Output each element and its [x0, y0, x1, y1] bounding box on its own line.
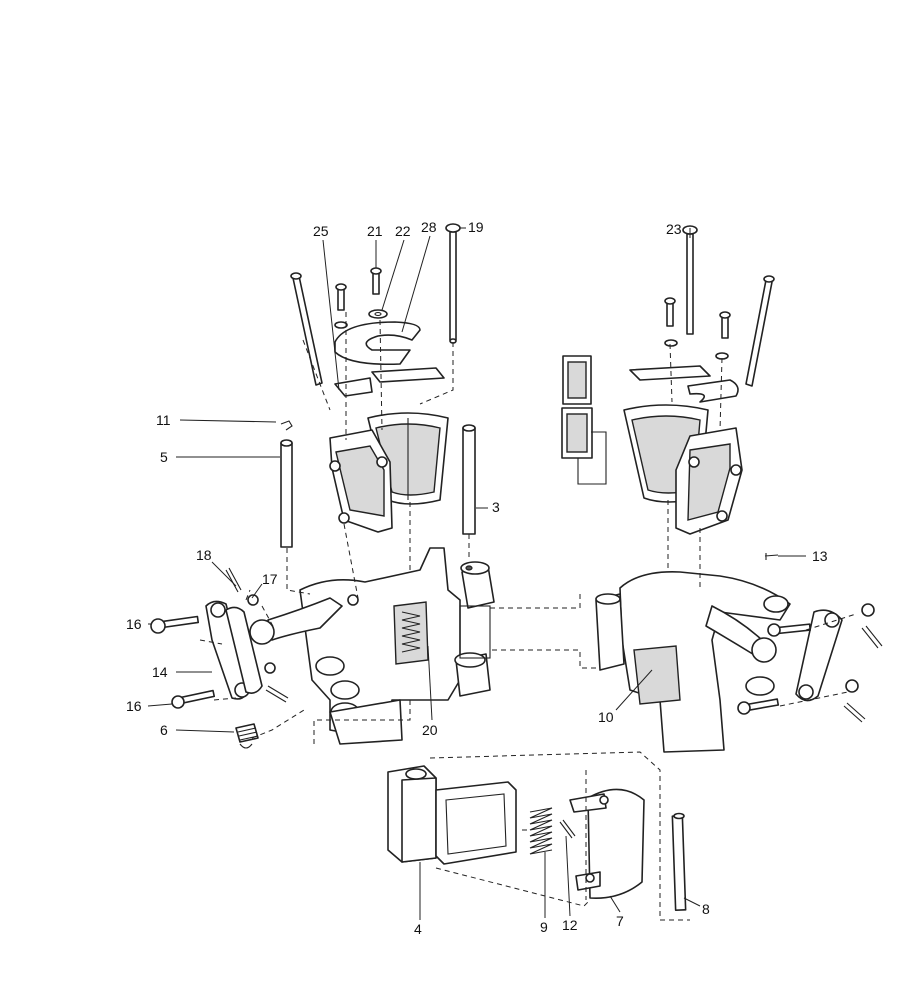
callout-23: 23	[666, 221, 682, 237]
callout-5: 5	[160, 449, 168, 465]
pin-12	[559, 819, 576, 839]
callout-14: 14	[152, 664, 168, 680]
pin-19	[445, 223, 461, 344]
cotter-11	[280, 420, 293, 431]
curved-plate-right	[687, 379, 739, 403]
main-body-left	[249, 547, 495, 745]
rollers-left	[454, 561, 495, 697]
block-4	[387, 765, 437, 863]
pin-8	[671, 812, 687, 911]
callout-9: 9	[540, 919, 548, 935]
nut-lower	[264, 662, 276, 674]
callout-11: 11	[156, 412, 171, 428]
pin-18	[225, 569, 239, 593]
callout-13: 13	[812, 548, 828, 564]
frame	[435, 781, 517, 865]
die-blocks	[561, 355, 607, 485]
bolt-left-small	[334, 283, 348, 329]
horseshoe-plate-28	[334, 321, 421, 366]
pin-5	[280, 439, 293, 548]
linkage-14	[205, 600, 263, 700]
plate-25	[334, 377, 373, 397]
callout-20: 20	[422, 722, 438, 738]
callout-16-upper: 16	[126, 616, 142, 632]
callout-21: 21	[367, 223, 383, 239]
callout-22: 22	[395, 223, 411, 239]
callout-labels: 25 21 22 28 19 23 11 5 3 18 17 16 14 16 …	[126, 219, 828, 937]
screw-13	[764, 553, 779, 560]
roller-right	[595, 593, 625, 671]
slip-body-left	[329, 429, 393, 533]
callout-25: 25	[313, 223, 329, 239]
bolt-right-2	[721, 315, 729, 339]
callout-6: 6	[160, 722, 168, 738]
pin-3	[462, 424, 476, 535]
callout-8: 8	[702, 901, 710, 917]
spring-20	[401, 611, 421, 653]
washer-22	[368, 309, 388, 319]
long-pin-left	[290, 272, 323, 386]
bolt-21	[370, 267, 382, 295]
right-upper-assembly	[561, 225, 779, 560]
flat-plate-right	[629, 365, 711, 381]
pin-18b	[228, 567, 242, 591]
callout-12: 12	[562, 917, 578, 933]
nut-17	[247, 594, 259, 606]
spring-6	[235, 723, 259, 749]
callout-3: 3	[492, 499, 500, 515]
bolt-16-upper	[150, 615, 200, 634]
main-body-right	[595, 571, 883, 753]
callout-17: 17	[262, 571, 278, 587]
cotter-lower	[265, 685, 289, 703]
left-upper-assembly	[280, 223, 476, 548]
callout-4: 4	[414, 921, 422, 937]
leader-lines	[147, 227, 806, 920]
lower-assembly	[387, 765, 687, 911]
callout-10: 10	[598, 709, 614, 725]
callout-7: 7	[616, 913, 624, 929]
pin-23	[682, 225, 698, 335]
callout-28: 28	[421, 219, 437, 235]
spring-9	[529, 807, 553, 855]
long-pin-right	[745, 275, 775, 387]
assembly-lines	[199, 312, 857, 921]
slip-body-right	[675, 427, 743, 535]
callout-16-lower: 16	[126, 698, 142, 714]
bolt-right-1	[666, 301, 674, 327]
callout-18: 18	[196, 547, 212, 563]
flat-plate-left	[371, 367, 445, 383]
callout-19: 19	[468, 219, 484, 235]
cover-7	[569, 788, 645, 899]
bolt-16-lower	[171, 689, 216, 709]
